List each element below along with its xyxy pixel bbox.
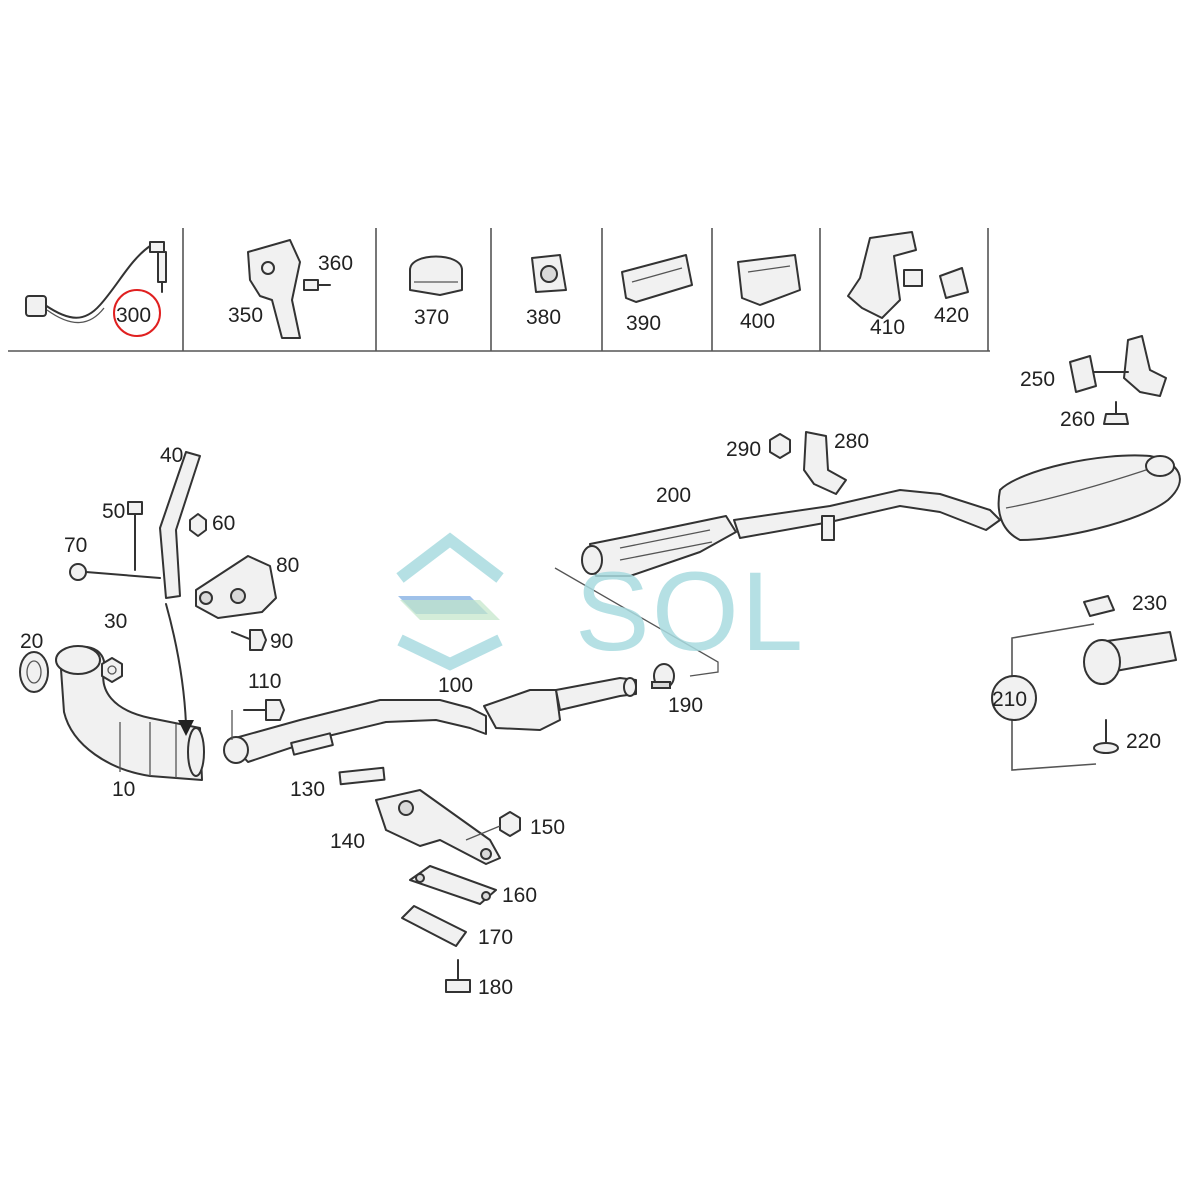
clip-130[interactable]	[338, 766, 386, 786]
label-370: 370	[414, 306, 449, 329]
strip-labels: 300 350 360 370 380 390 400 410 420	[116, 252, 969, 339]
label-170: 170	[478, 926, 513, 949]
front-pipe-100[interactable]	[223, 677, 637, 764]
bolt-360[interactable]	[303, 279, 331, 291]
label-360: 360	[318, 252, 353, 275]
label-410: 410	[870, 316, 905, 339]
label-140: 140	[330, 830, 365, 853]
nut-290[interactable]	[769, 433, 791, 459]
rear-muffler[interactable]	[997, 454, 1181, 541]
catalytic-converter-10[interactable]	[55, 645, 205, 781]
bracket-80[interactable]	[195, 555, 277, 619]
clip-230[interactable]	[1083, 595, 1115, 617]
label-100: 100	[438, 674, 473, 697]
clamp-190[interactable]	[651, 663, 675, 689]
bolt-180[interactable]	[445, 959, 471, 993]
label-190: 190	[668, 694, 703, 717]
parts-strip	[8, 228, 990, 352]
watermark: SOL	[396, 532, 805, 674]
label-290: 290	[726, 438, 761, 461]
hanger-250[interactable]	[1069, 335, 1167, 397]
label-350: 350	[228, 304, 263, 327]
bracket-420[interactable]	[939, 267, 969, 299]
label-250: 250	[1020, 368, 1055, 391]
screw-220[interactable]	[1093, 719, 1119, 754]
label-180: 180	[478, 976, 513, 999]
hanger-280[interactable]	[803, 431, 847, 495]
label-300: 300	[116, 304, 151, 327]
nut-150[interactable]	[499, 811, 521, 837]
tail-pipe-210[interactable]	[1083, 631, 1177, 685]
assembly-arrow	[165, 603, 194, 736]
label-390: 390	[626, 312, 661, 335]
label-230: 230	[1132, 592, 1167, 615]
rod-50[interactable]	[127, 501, 143, 571]
label-160: 160	[502, 884, 537, 907]
watermark-text: SOL	[575, 549, 805, 674]
label-50: 50	[102, 500, 125, 523]
gasket-20[interactable]	[19, 651, 49, 693]
label-420: 420	[934, 304, 969, 327]
label-80: 80	[276, 554, 299, 577]
label-200: 200	[656, 484, 691, 507]
bracket-400[interactable]	[737, 254, 801, 306]
bolt-260[interactable]	[1103, 401, 1129, 425]
bracket-410[interactable]	[847, 231, 923, 319]
label-110: 110	[248, 670, 281, 693]
label-400: 400	[740, 310, 775, 333]
label-220: 220	[1126, 730, 1161, 753]
label-380: 380	[526, 306, 561, 329]
hanger-bracket-140[interactable]	[375, 789, 501, 865]
label-70: 70	[64, 534, 87, 557]
heat-shield-390[interactable]	[621, 254, 693, 303]
label-20: 20	[20, 630, 43, 653]
label-150: 150	[530, 816, 565, 839]
highlight-circle	[113, 289, 161, 337]
label-60: 60	[212, 512, 235, 535]
rubber-mount-160[interactable]	[409, 865, 497, 905]
label-10: 10	[112, 778, 135, 801]
leader-lines	[231, 567, 719, 841]
label-30: 30	[104, 610, 127, 633]
strut-40[interactable]	[159, 451, 201, 599]
label-280: 280	[834, 430, 869, 453]
clamp-370[interactable]	[409, 255, 463, 296]
nut-60[interactable]	[189, 513, 207, 537]
group-210-circle	[991, 675, 1037, 721]
hanger-380[interactable]	[531, 254, 567, 293]
label-90: 90	[270, 630, 293, 653]
bracket-350[interactable]	[247, 239, 301, 339]
middle-muffler-200[interactable]	[581, 489, 1001, 577]
label-210: 210	[992, 688, 1027, 711]
label-260: 260	[1060, 408, 1095, 431]
part-labels: 10 20 30 40 50 60 70 80 90 100 110 130 1…	[20, 368, 1167, 999]
plate-170[interactable]	[401, 905, 467, 947]
bolt-90[interactable]	[231, 629, 267, 651]
bolt-70[interactable]	[69, 563, 161, 581]
nut-30[interactable]	[101, 657, 123, 683]
label-130: 130	[290, 778, 325, 801]
oxygen-sensor-300[interactable]	[25, 241, 167, 324]
bolt-110[interactable]	[243, 699, 285, 721]
label-40: 40	[160, 444, 183, 467]
